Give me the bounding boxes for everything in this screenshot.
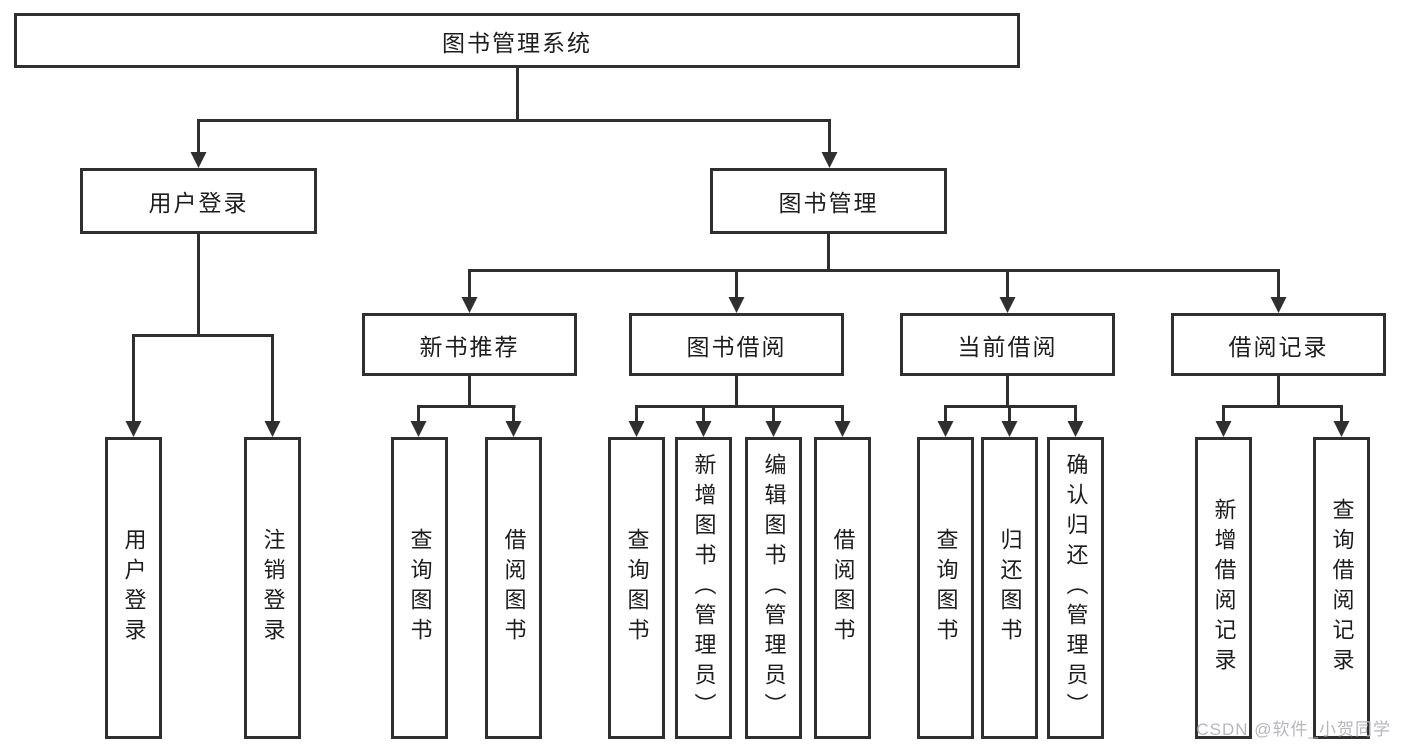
node-label: 新增图书（管理员）	[691, 453, 717, 723]
node-label: 图书管理	[778, 190, 879, 216]
arrowhead-icon	[937, 421, 1084, 437]
leaf-query-books-recommend: 查询图书	[391, 437, 448, 739]
connector-borrow-records	[1215, 376, 1350, 437]
leaf-query-books-current: 查询图书	[917, 437, 974, 739]
node-label: 用户登录	[121, 528, 147, 648]
connector-book-management	[461, 234, 1287, 313]
node-label: 查询图书	[407, 528, 433, 648]
node-label: 查询借阅记录	[1329, 498, 1355, 678]
node-label: 当前借阅	[957, 333, 1058, 360]
node-label: 借阅图书	[830, 528, 856, 648]
arrowhead-icon	[125, 421, 281, 437]
node-user-login: 用户登录	[80, 168, 317, 234]
leaf-return-book: 归还图书	[981, 437, 1038, 739]
node-label: 查询图书	[933, 528, 959, 648]
leaf-query-borrow-record: 查询借阅记录	[1313, 437, 1370, 739]
connector-current-borrow	[937, 376, 1084, 437]
arrowhead-icon	[1215, 421, 1350, 437]
node-label: 借阅记录	[1228, 333, 1329, 360]
leaf-query-books-borrow: 查询图书	[608, 437, 665, 739]
node-label: 用户登录	[148, 190, 249, 216]
node-borrow-records: 借阅记录	[1171, 313, 1386, 376]
connector-line	[635, 376, 844, 421]
node-book-borrow: 图书借阅	[629, 313, 844, 376]
node-current-borrow: 当前借阅	[900, 313, 1115, 376]
leaf-borrow-books: 借阅图书	[814, 437, 871, 739]
leaf-edit-book-admin: 编辑图书（管理员）	[745, 437, 802, 739]
arrowhead-icon	[410, 421, 522, 437]
leaf-add-book-admin: 新增图书（管理员）	[675, 437, 732, 739]
leaf-logout: 注销登录	[244, 437, 301, 739]
leaf-borrow-books-recommend: 借阅图书	[485, 437, 542, 739]
leaf-user-login: 用户登录	[105, 437, 162, 739]
node-label: 新书推荐	[419, 333, 520, 360]
connector-book-borrow	[628, 376, 851, 437]
connector-line	[417, 376, 516, 421]
connector-user-login	[125, 234, 281, 437]
node-label: 新增借阅记录	[1211, 498, 1237, 678]
arrowhead-icon	[628, 421, 851, 437]
node-new-book-recommend: 新书推荐	[362, 313, 577, 376]
node-label: 借阅图书	[501, 528, 527, 648]
node-label: 查询图书	[624, 528, 650, 648]
node-book-management: 图书管理	[710, 168, 947, 234]
connector-line	[197, 68, 831, 152]
connector-line	[468, 234, 1280, 297]
node-label: 确认归还（管理员）	[1063, 453, 1089, 723]
node-label: 归还图书	[997, 528, 1023, 648]
connector-line	[1222, 376, 1343, 421]
csdn-watermark: CSDN @软件_小贺同学	[1196, 720, 1391, 739]
node-label: 编辑图书（管理员）	[761, 453, 787, 723]
node-library-system: 图书管理系统	[14, 13, 1020, 68]
connector-line	[944, 376, 1077, 421]
arrowhead-icon	[190, 152, 838, 168]
leaf-confirm-return-admin: 确认归还（管理员）	[1047, 437, 1104, 739]
node-label: 图书管理系统	[442, 29, 592, 56]
arrowhead-icon	[461, 297, 1287, 313]
connector-root	[190, 68, 838, 168]
connector-new-book-recommend	[410, 376, 522, 437]
connector-line	[132, 234, 274, 421]
node-label: 注销登录	[260, 528, 286, 648]
leaf-add-borrow-record: 新增借阅记录	[1195, 437, 1252, 739]
node-label: 图书借阅	[686, 333, 787, 360]
